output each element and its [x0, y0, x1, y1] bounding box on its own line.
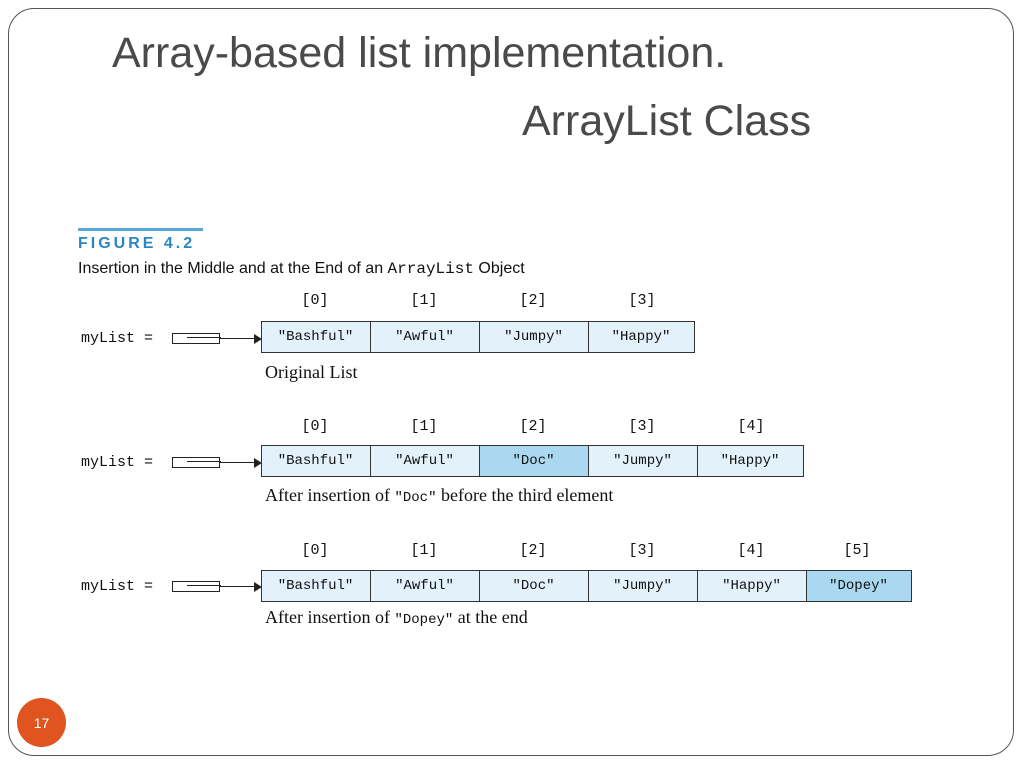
array-cell-inserted: "Doc"	[478, 445, 589, 477]
row-caption: After insertion of "Dopey" at the end	[265, 607, 528, 628]
index-label: [3]	[628, 418, 656, 435]
index-label: [2]	[519, 418, 547, 435]
figure-label: FIGURE 4.2	[78, 235, 196, 252]
array-cell-inserted: "Dopey"	[805, 570, 912, 602]
reference-box	[172, 581, 221, 592]
arrow-head	[254, 458, 262, 468]
array-cell: "Bashful"	[260, 570, 371, 602]
list-row-after-doc: [0] [1] [2] [3] [4] myList = "Bashful" "…	[0, 418, 1024, 518]
reference-box	[172, 333, 221, 344]
variable-label: myList =	[81, 578, 154, 595]
row-caption-code: "Dopey"	[394, 612, 454, 628]
row-caption-text: Original List	[265, 362, 358, 382]
row-caption-text: at the end	[453, 607, 528, 627]
index-label: [1]	[410, 292, 438, 309]
arrow-head	[254, 334, 262, 344]
variable-label: myList =	[81, 330, 154, 347]
slide-subtitle: ArrayList Class	[522, 97, 812, 145]
page-number-badge: 17	[17, 698, 66, 747]
row-caption-text: After insertion of	[265, 485, 395, 505]
index-label: [3]	[628, 542, 656, 559]
row-caption: Original List	[265, 362, 358, 383]
row-caption-text: After insertion of	[265, 607, 395, 627]
array-cell: "Happy"	[587, 321, 695, 353]
array-cell: "Doc"	[478, 570, 589, 602]
index-label: [4]	[737, 418, 765, 435]
array-cell: "Bashful"	[260, 321, 371, 353]
array-cell: "Awful"	[369, 321, 480, 353]
array-cell: "Bashful"	[260, 445, 371, 477]
slide-title: Array-based list implementation.	[112, 29, 727, 77]
list-row-after-dopey: [0] [1] [2] [3] [4] [5] myList = "Bashfu…	[0, 542, 1024, 642]
slide-frame	[8, 8, 1014, 756]
array-cell: "Happy"	[696, 445, 804, 477]
figure-rule	[78, 228, 203, 231]
array-cell: "Awful"	[369, 445, 480, 477]
index-label: [0]	[301, 542, 329, 559]
index-label: [2]	[519, 292, 547, 309]
figure-caption-suffix: Object	[473, 260, 525, 277]
arrow-line	[220, 586, 256, 587]
figure-caption: Insertion in the Middle and at the End o…	[78, 260, 525, 278]
arrow-line	[220, 462, 256, 463]
array-cell: "Jumpy"	[587, 570, 698, 602]
index-label: [5]	[843, 542, 871, 559]
index-label: [1]	[410, 418, 438, 435]
row-caption-code: "Doc"	[394, 490, 437, 506]
row-caption: After insertion of "Doc" before the thir…	[265, 485, 613, 506]
index-label: [0]	[301, 292, 329, 309]
index-label: [4]	[737, 542, 765, 559]
arrow-head	[254, 582, 262, 592]
array-cell: "Happy"	[696, 570, 807, 602]
index-label: [2]	[519, 542, 547, 559]
list-row-original: [0] [1] [2] [3] myList = "Bashful" "Awfu…	[0, 292, 1024, 392]
figure-caption-code: ArrayList	[387, 260, 474, 278]
row-caption-text: before the third element	[436, 485, 614, 505]
index-label: [0]	[301, 418, 329, 435]
index-label: [1]	[410, 542, 438, 559]
reference-box	[172, 457, 221, 468]
array-cell: "Jumpy"	[587, 445, 698, 477]
index-label: [3]	[628, 292, 656, 309]
variable-label: myList =	[81, 454, 154, 471]
array-cell: "Awful"	[369, 570, 480, 602]
arrow-line	[220, 338, 256, 339]
figure-caption-prefix: Insertion in the Middle and at the End o…	[78, 260, 388, 277]
array-cell: "Jumpy"	[478, 321, 589, 353]
